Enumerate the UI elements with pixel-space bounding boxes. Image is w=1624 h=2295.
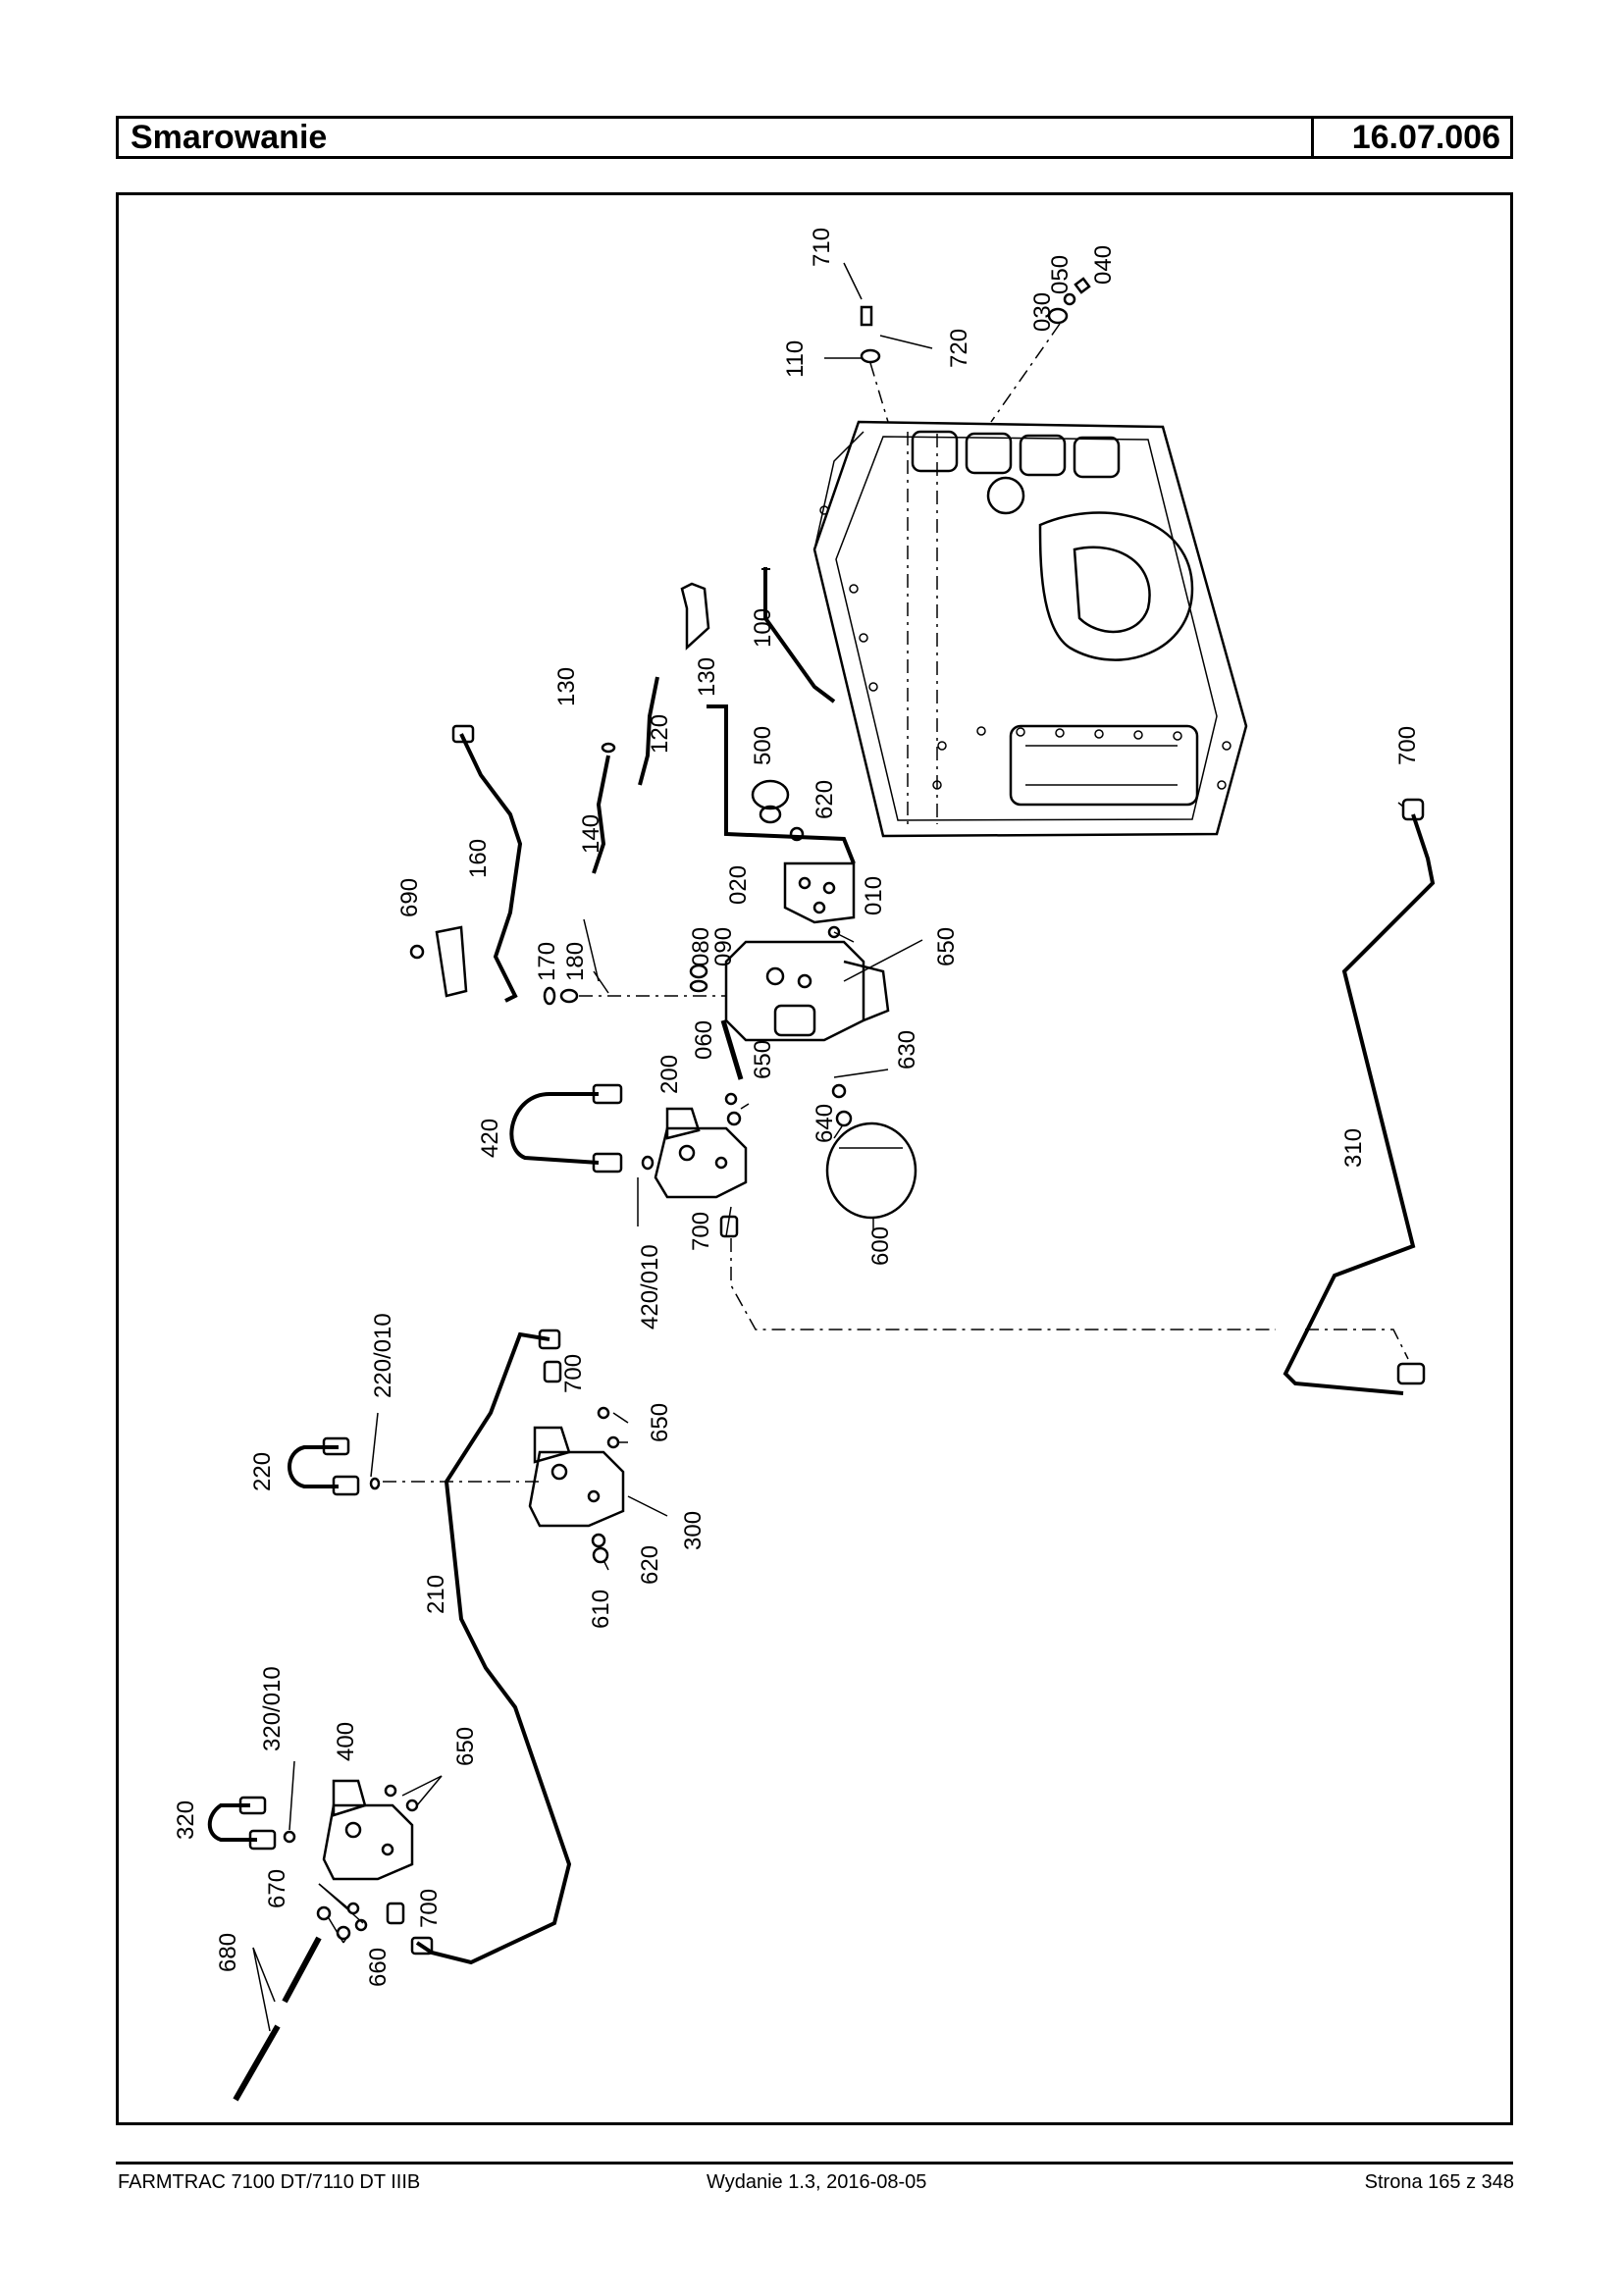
callout-220: 220 xyxy=(249,1452,276,1491)
callout-060: 060 xyxy=(691,1020,717,1060)
callout-020: 020 xyxy=(725,865,752,905)
plate-010 xyxy=(783,861,856,924)
callout-650-a: 650 xyxy=(933,927,960,966)
callout-700-c: 700 xyxy=(560,1354,587,1393)
footer-model: FARMTRAC 7100 DT/7110 DT IIIB xyxy=(118,2171,421,2193)
callout-420: 420 xyxy=(477,1119,503,1158)
page-header: Smarowanie 16.07.006 xyxy=(116,116,1513,159)
gearbox-housing xyxy=(812,420,1248,838)
callout-420-010: 420/010 xyxy=(637,1244,663,1330)
callout-100: 100 xyxy=(750,608,776,648)
callout-140: 140 xyxy=(578,814,604,854)
bracket-690 xyxy=(409,925,468,998)
callout-660: 660 xyxy=(365,1948,392,1987)
callout-640: 640 xyxy=(812,1104,838,1143)
callout-690: 690 xyxy=(396,878,423,917)
callout-620-b: 620 xyxy=(637,1545,663,1585)
callout-700-a: 700 xyxy=(1394,726,1421,765)
callout-040: 040 xyxy=(1090,245,1117,285)
callout-130-b: 130 xyxy=(694,657,720,697)
callout-650-d: 650 xyxy=(452,1727,479,1766)
pipe-310 xyxy=(1283,813,1436,1395)
callout-600: 600 xyxy=(867,1226,894,1266)
callout-110: 110 xyxy=(782,340,809,378)
callout-320: 320 xyxy=(173,1800,199,1840)
callout-210: 210 xyxy=(423,1575,449,1614)
callout-680: 680 xyxy=(215,1933,241,1972)
hose-120-140 xyxy=(592,582,710,874)
page-title: Smarowanie xyxy=(131,119,328,156)
callout-700-d: 700 xyxy=(416,1889,443,1928)
callout-050: 050 xyxy=(1047,255,1074,294)
callout-labels: 710 110 720 030 050 040 130 100 130 120 … xyxy=(173,228,1421,1987)
part-500 xyxy=(751,779,790,824)
sensor-cable-320 xyxy=(207,1796,296,1851)
callout-180: 180 xyxy=(562,942,589,981)
seals xyxy=(543,826,853,1127)
footer-divider xyxy=(116,2162,1513,2165)
callout-500: 500 xyxy=(750,726,776,765)
footer-page-number: Strona 165 z 348 xyxy=(1364,2171,1514,2193)
top-fasteners xyxy=(824,262,1091,423)
pipe-210 xyxy=(415,1331,572,1965)
callout-120: 120 xyxy=(647,714,673,754)
callout-700-b: 700 xyxy=(688,1212,714,1251)
valve-block-020 xyxy=(724,940,890,1042)
valve-200 xyxy=(654,1107,748,1238)
callout-710: 710 xyxy=(809,228,835,267)
bolts-680 xyxy=(233,1936,322,2102)
callout-170: 170 xyxy=(534,942,560,981)
callout-610: 610 xyxy=(588,1590,614,1629)
callout-220-010: 220/010 xyxy=(370,1313,396,1398)
callout-030: 030 xyxy=(1029,292,1056,332)
callout-310: 310 xyxy=(1340,1128,1367,1168)
pipe-100 xyxy=(707,567,856,864)
accumulator-600 xyxy=(825,1121,917,1220)
callout-080: 080 xyxy=(688,927,714,966)
callout-090: 090 xyxy=(710,927,737,966)
diagram-frame xyxy=(116,192,1513,2125)
section-code: 16.07.006 xyxy=(1311,119,1510,156)
callout-670: 670 xyxy=(264,1869,290,1908)
callout-650-c: 650 xyxy=(647,1403,673,1442)
callout-400: 400 xyxy=(333,1722,359,1761)
callout-720: 720 xyxy=(946,329,972,368)
callout-130-a: 130 xyxy=(553,667,580,706)
valve-400 xyxy=(316,1779,419,1941)
callout-200: 200 xyxy=(656,1055,683,1094)
callout-300: 300 xyxy=(680,1511,707,1550)
callout-650-b: 650 xyxy=(750,1040,776,1079)
callout-010: 010 xyxy=(861,876,887,915)
sensor-cable-220 xyxy=(288,1436,381,1496)
pipe-160 xyxy=(459,733,523,1003)
callout-630: 630 xyxy=(894,1030,920,1069)
sensor-cable-420 xyxy=(509,1083,655,1174)
callout-620-a: 620 xyxy=(812,780,838,819)
callout-160: 160 xyxy=(465,839,492,878)
bolt-060 xyxy=(720,1019,744,1080)
footer-edition: Wydanie 1.3, 2016-08-05 xyxy=(707,2171,927,2193)
callout-320-010: 320/010 xyxy=(259,1666,286,1751)
